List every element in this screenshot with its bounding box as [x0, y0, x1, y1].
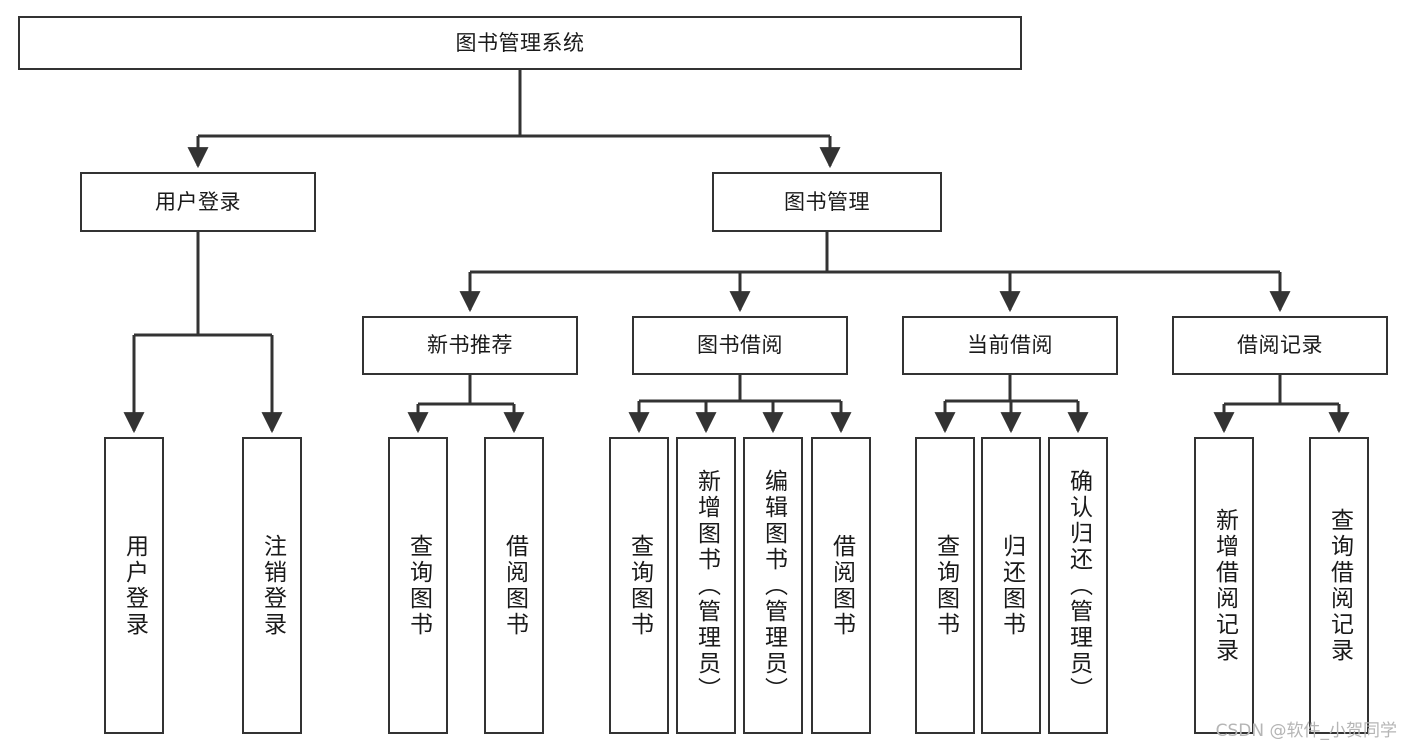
node-current-borrow[interactable]: 当前借阅 [902, 316, 1118, 375]
node-book-management-label: 图书管理 [784, 189, 870, 214]
leaf-current-confirm-return-label: 确认归还（管理员） [1065, 468, 1092, 703]
leaf-user-login-logout-label: 注销登录 [259, 533, 286, 638]
leaf-new-book-borrow-label: 借阅图书 [501, 533, 528, 638]
leaf-current-return-book[interactable]: 归还图书 [981, 437, 1041, 734]
leaf-current-query-book[interactable]: 查询图书 [915, 437, 975, 734]
leaf-borrow-add-book-label: 新增图书（管理员） [693, 468, 720, 703]
node-book-borrow-label: 图书借阅 [697, 333, 783, 358]
leaf-records-add-record[interactable]: 新增借阅记录 [1194, 437, 1254, 734]
node-book-borrow[interactable]: 图书借阅 [632, 316, 848, 375]
node-book-management[interactable]: 图书管理 [712, 172, 942, 232]
leaf-user-login-login[interactable]: 用户登录 [104, 437, 164, 734]
leaf-user-login-logout[interactable]: 注销登录 [242, 437, 302, 734]
leaf-current-confirm-return[interactable]: 确认归还（管理员） [1048, 437, 1108, 734]
leaf-borrow-borrow-book-label: 借阅图书 [828, 533, 855, 638]
leaf-borrow-borrow-book[interactable]: 借阅图书 [811, 437, 871, 734]
leaf-new-book-borrow[interactable]: 借阅图书 [484, 437, 544, 734]
leaf-records-add-record-label: 新增借阅记录 [1211, 507, 1238, 664]
leaf-borrow-query-book[interactable]: 查询图书 [609, 437, 669, 734]
leaf-records-query-record[interactable]: 查询借阅记录 [1309, 437, 1369, 734]
node-current-borrow-label: 当前借阅 [967, 333, 1053, 358]
leaf-borrow-edit-book[interactable]: 编辑图书（管理员） [743, 437, 803, 734]
node-user-login[interactable]: 用户登录 [80, 172, 316, 232]
csdn-watermark: CSDN @软件_小贺同学 [1215, 721, 1397, 741]
leaf-current-return-book-label: 归还图书 [998, 533, 1025, 638]
leaf-records-query-record-label: 查询借阅记录 [1326, 507, 1353, 664]
leaf-current-query-book-label: 查询图书 [932, 533, 959, 638]
node-borrow-records[interactable]: 借阅记录 [1172, 316, 1388, 375]
node-new-book-recommend[interactable]: 新书推荐 [362, 316, 578, 375]
node-root[interactable]: 图书管理系统 [18, 16, 1022, 70]
node-new-book-recommend-label: 新书推荐 [427, 333, 513, 358]
leaf-borrow-edit-book-label: 编辑图书（管理员） [760, 468, 787, 703]
leaf-new-book-query[interactable]: 查询图书 [388, 437, 448, 734]
node-user-login-label: 用户登录 [155, 189, 241, 214]
node-root-label: 图书管理系统 [455, 30, 585, 55]
leaf-borrow-add-book[interactable]: 新增图书（管理员） [676, 437, 736, 734]
leaf-borrow-query-book-label: 查询图书 [626, 533, 653, 638]
node-borrow-records-label: 借阅记录 [1237, 333, 1323, 358]
leaf-new-book-query-label: 查询图书 [405, 533, 432, 638]
leaf-user-login-login-label: 用户登录 [121, 533, 148, 638]
